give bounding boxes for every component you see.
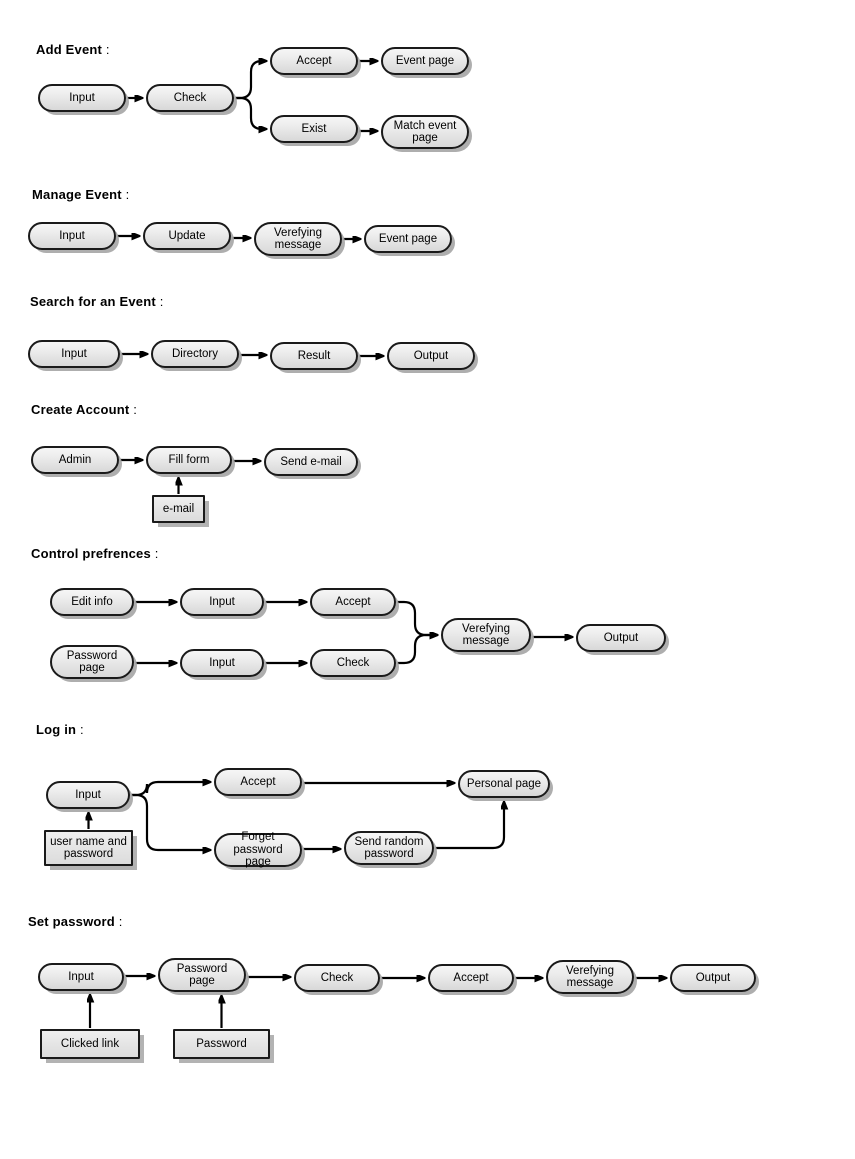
flow-node-ae-accept[interactable]: Accept bbox=[270, 47, 358, 75]
flow-node-cp-input1[interactable]: Input bbox=[180, 588, 264, 616]
section-title-text: Manage Event bbox=[32, 187, 122, 202]
flow-node-cp-verefying[interactable]: Verefying message bbox=[441, 618, 531, 652]
flow-node-sp-clicked[interactable]: Clicked link bbox=[40, 1029, 140, 1059]
flow-node-me-update[interactable]: Update bbox=[143, 222, 231, 250]
flow-node-ca-admin[interactable]: Admin bbox=[31, 446, 119, 474]
section-title-set-password: Set password : bbox=[28, 914, 123, 929]
flow-node-ca-sendmail[interactable]: Send e-mail bbox=[264, 448, 358, 476]
flow-node-se-output[interactable]: Output bbox=[387, 342, 475, 370]
flow-node-cp-accept[interactable]: Accept bbox=[310, 588, 396, 616]
flow-node-se-result[interactable]: Result bbox=[270, 342, 358, 370]
section-title-add-event: Add Event : bbox=[36, 42, 110, 57]
flow-node-cp-check[interactable]: Check bbox=[310, 649, 396, 677]
flow-node-ae-check[interactable]: Check bbox=[146, 84, 234, 112]
section-title-search-event: Search for an Event : bbox=[30, 294, 164, 309]
flow-node-sp-check[interactable]: Check bbox=[294, 964, 380, 992]
flow-node-me-verefying[interactable]: Verefying message bbox=[254, 222, 342, 256]
flow-node-li-input[interactable]: Input bbox=[46, 781, 130, 809]
section-title-control-prefrences: Control prefrences : bbox=[31, 546, 159, 561]
section-title-colon: : bbox=[105, 42, 110, 57]
section-title-text: Control prefrences bbox=[31, 546, 151, 561]
section-title-colon: : bbox=[154, 546, 159, 561]
flow-node-sp-output[interactable]: Output bbox=[670, 964, 756, 992]
flow-node-cp-input2[interactable]: Input bbox=[180, 649, 264, 677]
flow-node-ca-fillform[interactable]: Fill form bbox=[146, 446, 232, 474]
edge-li-sendrand-to-li-personal bbox=[435, 802, 504, 850]
edge-cp-check-to-cp-verefying bbox=[397, 635, 437, 665]
edge-ae-check-to-ae-accept bbox=[235, 61, 266, 100]
section-title-colon: : bbox=[133, 402, 138, 417]
flow-node-sp-password[interactable]: Password bbox=[173, 1029, 270, 1059]
flow-node-se-directory[interactable]: Directory bbox=[151, 340, 239, 368]
section-title-colon: : bbox=[80, 722, 84, 737]
flow-node-ca-email[interactable]: e-mail bbox=[152, 495, 205, 523]
section-title-log-in: Log in : bbox=[36, 722, 84, 737]
flow-node-ae-input[interactable]: Input bbox=[38, 84, 126, 112]
flow-node-li-forget[interactable]: Forget password page bbox=[214, 831, 302, 868]
edge-li-input-to-li-accept bbox=[131, 782, 210, 797]
flow-node-cp-output[interactable]: Output bbox=[576, 624, 666, 652]
flow-node-li-creds[interactable]: user name and password bbox=[44, 830, 133, 866]
flow-node-ae-exist[interactable]: Exist bbox=[270, 115, 358, 143]
section-title-manage-event: Manage Event : bbox=[32, 187, 129, 202]
flow-node-me-eventpage[interactable]: Event page bbox=[364, 225, 452, 253]
flow-node-li-personal[interactable]: Personal page bbox=[458, 770, 550, 798]
section-title-text: Add Event bbox=[36, 42, 103, 57]
edge-cp-accept-to-cp-verefying bbox=[397, 600, 437, 635]
section-title-colon: : bbox=[159, 294, 164, 309]
flow-node-sp-accept[interactable]: Accept bbox=[428, 964, 514, 992]
flow-node-sp-input[interactable]: Input bbox=[38, 963, 124, 991]
flow-node-sp-verefying[interactable]: Verefying message bbox=[546, 960, 634, 994]
section-title-text: Set password bbox=[28, 914, 115, 929]
section-title-text: Search for an Event bbox=[30, 294, 156, 309]
section-title-colon: : bbox=[125, 187, 130, 202]
flow-node-cp-editinfo[interactable]: Edit info bbox=[50, 588, 134, 616]
flow-node-sp-pwdpage[interactable]: Password page bbox=[158, 958, 246, 992]
edge-ae-check-to-ae-exist bbox=[235, 96, 266, 129]
edge-li-input-to-li-forget bbox=[131, 793, 210, 850]
section-title-text: Create Account bbox=[31, 402, 130, 417]
flow-node-ae-eventpage[interactable]: Event page bbox=[381, 47, 469, 75]
flow-node-li-sendrand[interactable]: Send random password bbox=[344, 831, 434, 865]
section-title-colon: : bbox=[118, 914, 123, 929]
flow-node-me-input[interactable]: Input bbox=[28, 222, 116, 250]
section-title-text: Log in bbox=[36, 722, 77, 737]
flow-node-li-accept[interactable]: Accept bbox=[214, 768, 302, 796]
section-title-create-account: Create Account : bbox=[31, 402, 137, 417]
flow-node-se-input[interactable]: Input bbox=[28, 340, 120, 368]
flow-node-ae-matchevent[interactable]: Match event page bbox=[381, 115, 469, 149]
flow-node-cp-pwdpage[interactable]: Password page bbox=[50, 645, 134, 679]
